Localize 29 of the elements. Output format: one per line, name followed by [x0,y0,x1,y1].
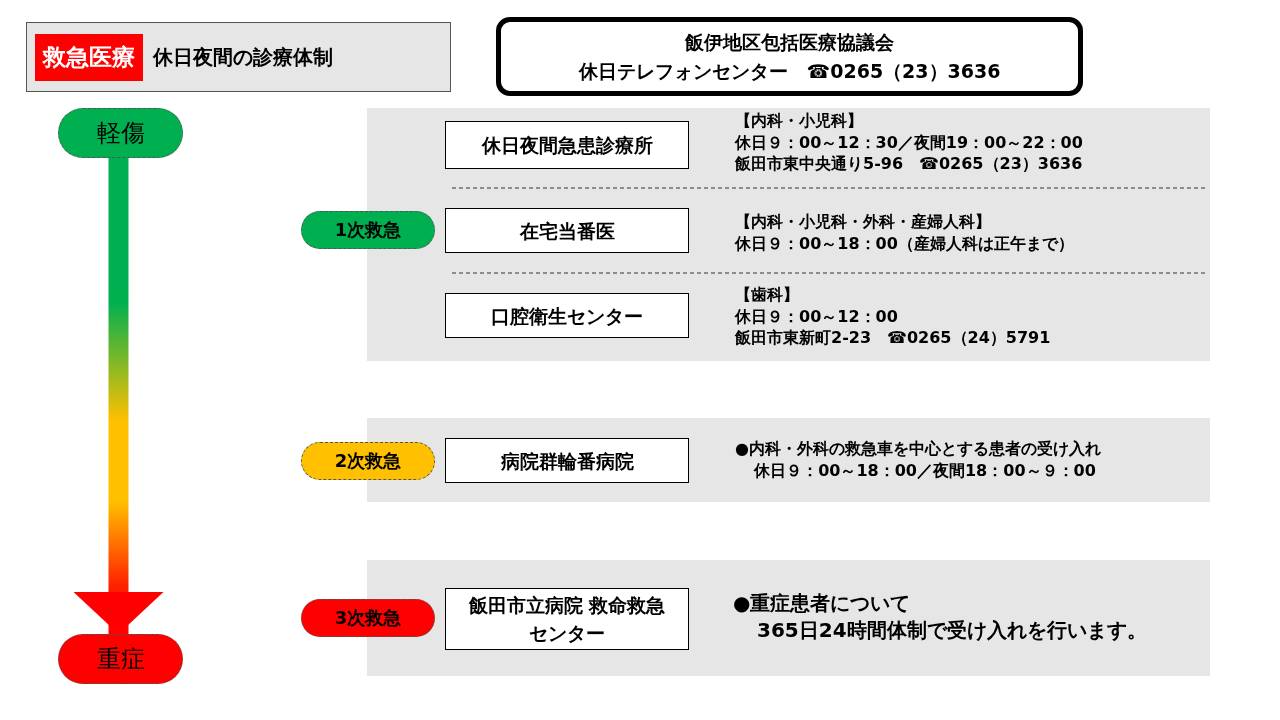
facility-box: 病院群輪番病院 [445,438,689,483]
info-text: 休日９：00～18：00／夜間18：00～９：00 [754,459,1096,482]
info-text: 【内科・小児科・外科・産婦人科】 [735,211,991,233]
level-label: 1次救急 [301,211,435,249]
facility-box: 飯田市立病院 救命救急センター [445,588,689,650]
level-label: 3次救急 [301,599,435,637]
info-text: 365日24時間体制で受け入れを行います。 [757,617,1147,644]
severity-arrow [73,158,164,634]
header-text: 飯伊地区包括医療協議会 [685,29,894,55]
info-text: 休日９：00～12：30／夜間19：00～22：00 [735,131,1083,154]
info-text: 【内科・小児科】 [735,110,863,132]
info-text: 休日９：00～12：00 [735,305,898,328]
info-text: 休日９：00～18：00（産婦人科は正午まで） [735,232,1074,255]
category-label: 救急医療 [35,33,143,81]
severity-label: 重症 [58,634,183,684]
facility-box: 休日夜間急患診療所 [445,121,689,169]
title-panel [26,22,451,92]
severity-label: 軽傷 [58,108,183,158]
contact-box [496,17,1083,96]
info-text: ●内科・外科の救急車を中心とする患者の受け入れ [735,438,1101,460]
header-text: 休日テレフォンセンター ☎0265（23）3636 [578,58,1001,84]
info-text: ●重症患者について [733,590,911,617]
info-text: 飯田市東新町2-23 ☎0265（24）5791 [735,327,1051,349]
facility-box: 口腔衛生センター [445,293,689,338]
facility-box: 在宅当番医 [445,208,689,253]
info-text: 飯田市東中央通り5-96 ☎0265（23）3636 [735,153,1083,175]
level-label: 2次救急 [301,442,435,480]
info-text: 【歯科】 [735,284,799,306]
title-text: 休日夜間の診療体制 [153,43,333,71]
